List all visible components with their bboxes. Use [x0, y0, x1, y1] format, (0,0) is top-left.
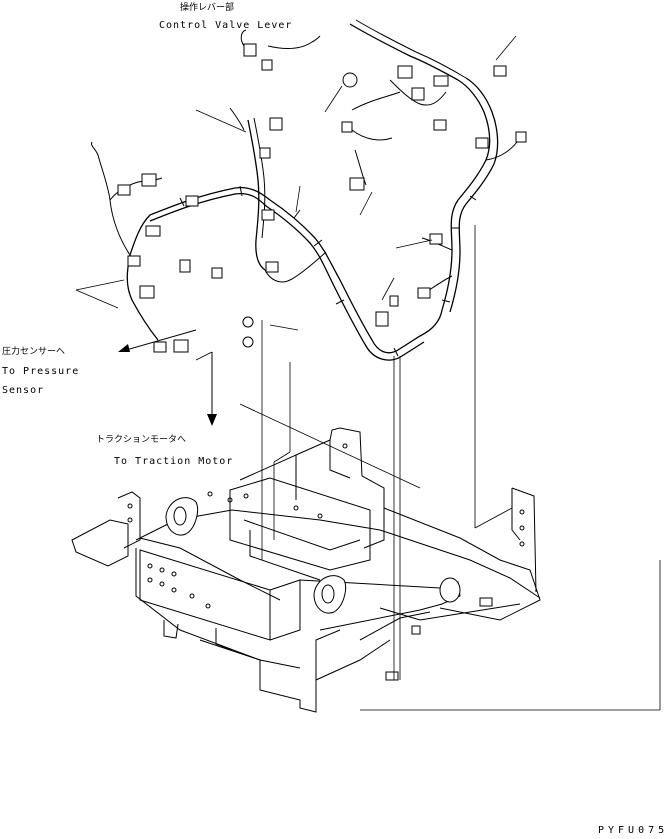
control-valve-lever-label: Control Valve Lever — [159, 20, 293, 31]
pressure-sensor-label-line1: To Pressure — [2, 366, 80, 377]
leader-lines — [75, 35, 661, 711]
machine-frame — [71, 427, 541, 713]
traction-motor-label: To Traction Motor — [114, 456, 234, 467]
frame-holes — [127, 443, 525, 609]
control-valve-lever-label-jp: 操作レバー部 — [180, 3, 235, 13]
arrow-left-icon — [118, 329, 197, 352]
figure-code: PYFU075 — [598, 825, 668, 836]
traction-motor-label-jp: トラクションモータへ — [96, 435, 187, 445]
pressure-sensor-label-line2: Sensor — [2, 385, 45, 396]
pressure-sensor-label-jp: 圧力センサーへ — [2, 347, 66, 357]
arrow-down-icon — [207, 352, 217, 426]
wiring-harness — [91, 19, 527, 361]
traction-leader — [195, 351, 213, 361]
